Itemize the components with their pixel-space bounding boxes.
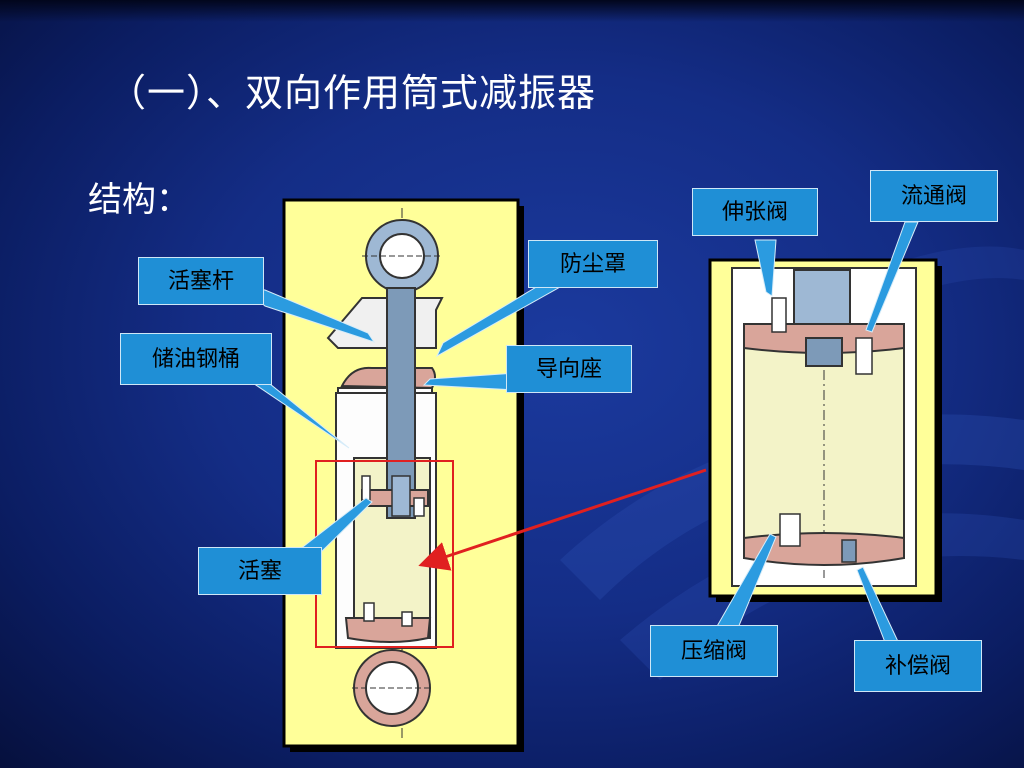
- detail-bottom-valve-shape: [743, 532, 905, 566]
- bottom-valve-shape: [344, 617, 432, 643]
- label-dust-cover: 防尘罩: [528, 240, 658, 288]
- label-rebound-valve: 伸张阀: [692, 188, 818, 236]
- label-reservoir-tube: 储油钢桶: [120, 333, 272, 385]
- top-shadow-band: [0, 0, 1024, 22]
- label-piston-rod: 活塞杆: [138, 257, 264, 305]
- label-compensation-valve: 补偿阀: [854, 640, 982, 692]
- enlarged-detail-diagram: [708, 258, 942, 602]
- slide-title: （一）、双向作用筒式减振器: [108, 71, 597, 115]
- shock-absorber-diagram: [282, 198, 524, 752]
- label-compression-valve: 压缩阀: [650, 625, 778, 677]
- label-guide-seat: 导向座: [506, 345, 632, 393]
- label-piston: 活塞: [198, 547, 322, 595]
- structure-heading: 结构：: [88, 180, 190, 220]
- label-flow-valve: 流通阀: [870, 170, 998, 222]
